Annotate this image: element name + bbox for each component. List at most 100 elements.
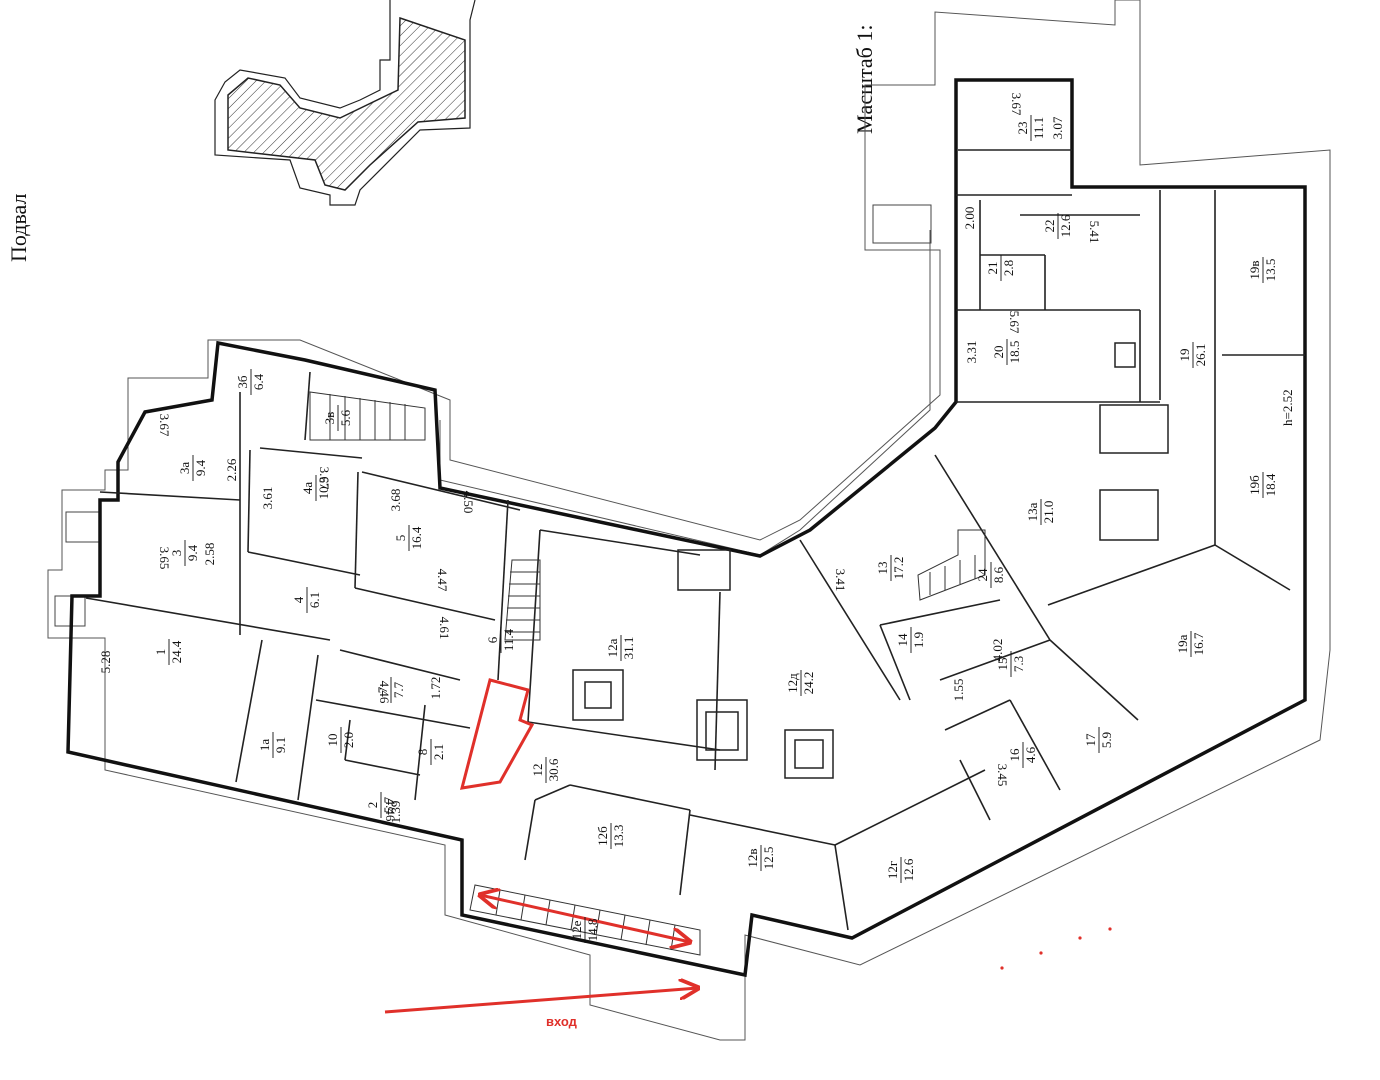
neighbour-building [214,0,476,206]
columns [572,342,1169,779]
dimension-label: 4.46 [383,799,398,822]
dimension-label: 1.72 [428,677,443,700]
room-area: 8.6 [991,566,1006,583]
room-area: 11.4 [501,628,516,651]
room-area: 17.2 [891,557,906,580]
room-area: 9.4 [193,459,208,476]
room-number: 12е [569,920,584,939]
room-area: 9.1 [273,737,288,753]
room-area: 4.6 [1023,746,1038,763]
room-area: 13.3 [611,825,626,848]
room-area: 5.9 [1099,732,1114,748]
entrance-arrow[interactable] [384,988,698,1014]
room-number: 19а [1175,634,1190,653]
room-area: 7.3 [1011,656,1026,672]
room-area: 12.6 [901,858,916,881]
main-wall-contour[interactable] [66,78,1307,978]
room-number: 15 [995,658,1010,671]
room-number: 17 [1083,733,1098,747]
room-area: 24.2 [801,672,816,695]
room-number: 6 [485,636,500,643]
dimension-label: 3.67 [157,414,172,437]
dimension-label: 4.46 [377,681,392,704]
room-number: 8 [415,749,430,756]
room-area: 13.5 [1263,259,1278,282]
dimension-label: 4.02 [990,639,1005,662]
room-number: 12 [530,764,545,777]
room-number: 21 [985,262,1000,275]
room-area: 6.1 [307,592,322,608]
room-number: 3 [169,550,184,557]
room-area: 11.1 [1031,117,1046,139]
room-number: 7 [375,686,390,693]
room-number: 5 [393,535,408,542]
pilaster [65,511,101,543]
room-area: 2.0 [341,732,356,748]
room-area: 14.8 [585,919,600,942]
room-number: 1a [257,739,272,752]
dimension-label: 3.41 [833,569,848,592]
highlighted-zone[interactable] [459,678,535,790]
dimension-labels: 3.673.075.412.005.673.313.672.263.613.67… [98,93,1102,824]
room-number: 12д [785,673,800,693]
room-number: 3в [322,412,337,425]
dimension-label: 2.00 [962,207,977,230]
dimension-label: 3.67 [1009,93,1024,116]
floor-title: Подвал [6,193,31,262]
room-area: 5.6 [338,409,353,426]
room-area: 24.4 [169,640,184,663]
room-number: 12г [885,861,900,879]
room-area: 16.7 [1191,632,1206,655]
room-area: 2.1 [431,744,446,760]
room-area: 7.7 [391,681,406,698]
room-number: 24 [975,568,990,582]
room-area: 16.4 [409,526,424,549]
room-number: 12б [595,826,610,846]
room-number: 22 [1042,220,1057,233]
dimension-label: 3.61 [260,487,275,510]
dimension-label: 5.41 [1087,221,1102,244]
dimension-label: 5.28 [98,651,113,674]
dimension-label: 1.55 [951,679,966,702]
room-area: 26.1 [1193,344,1208,367]
room-number: 1 [153,649,168,656]
